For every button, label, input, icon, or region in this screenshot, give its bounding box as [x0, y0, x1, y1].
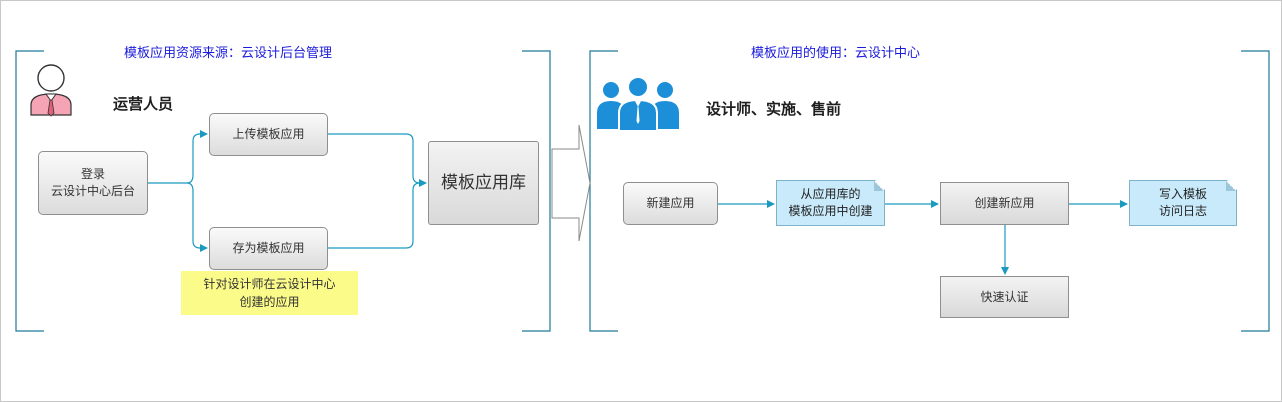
save-as-template-box: 存为模板应用: [209, 227, 328, 270]
left-panel-bracket-right: [522, 50, 551, 332]
connector-branch-to-save-as: [186, 182, 208, 252]
flow-arrow-between-panels: [551, 124, 591, 242]
login-backend-box: 登录 云设计中心后台: [38, 151, 148, 215]
write-access-log-doc: 写入模板 访问日志: [1129, 180, 1237, 226]
right-panel-title: 模板应用的使用：云设计中心: [751, 46, 921, 61]
right-panel-bracket-right: [1241, 50, 1270, 332]
doc-fold-corner: [874, 181, 884, 191]
left-panel-role-label: 运营人员: [113, 95, 174, 113]
new-app-box: 新建应用: [623, 182, 718, 225]
connector-branch-to-upload: [186, 130, 208, 184]
template-library-box: 模板应用库: [428, 141, 539, 225]
user-icon: [30, 64, 72, 117]
create-from-library-doc: 从应用库的 模板应用中创建: [776, 180, 885, 226]
create-new-app-box: 创建新应用: [940, 182, 1069, 225]
right-panel-bracket-left: [589, 50, 618, 332]
left-panel-bracket-left: [15, 50, 44, 332]
right-panel-role-label: 设计师、实施、售前: [706, 100, 842, 118]
quick-auth-box: 快速认证: [940, 276, 1069, 318]
write-access-log-label: 写入模板 访问日志: [1158, 187, 1207, 218]
upload-template-box: 上传模板应用: [209, 113, 328, 156]
create-from-library-label: 从应用库的 模板应用中创建: [788, 187, 873, 218]
connector-save-as-to-library: [328, 182, 421, 249]
connector-upload-to-library: [328, 133, 427, 187]
save-as-note: 针对设计师在云设计中心 创建的应用: [181, 271, 358, 315]
group-users-icon: [597, 76, 679, 131]
left-panel-title: 模板应用资源来源：云设计后台管理: [124, 46, 333, 61]
doc-fold-corner: [1226, 181, 1236, 191]
